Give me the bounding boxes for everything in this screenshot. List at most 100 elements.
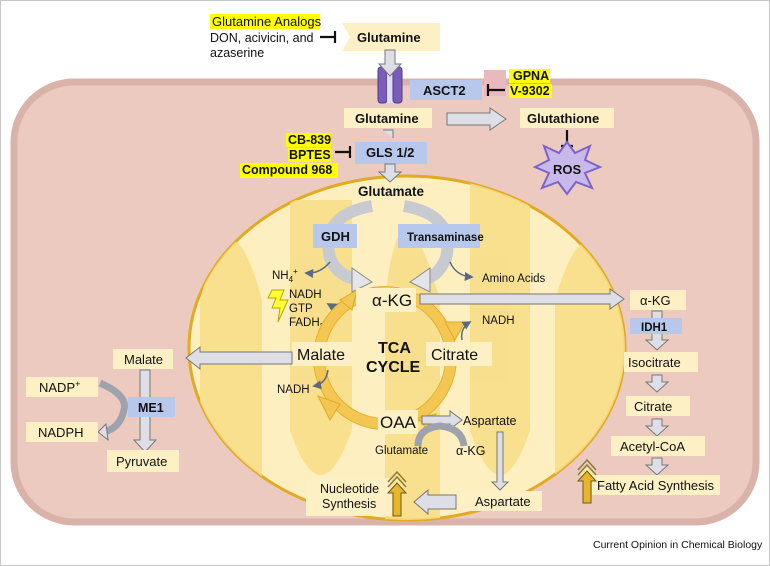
glutamine-extracellular: Glutamine [357,30,421,45]
aspartate-cytosol: Aspartate [475,494,531,509]
glutathione-box [520,108,614,128]
asct2-label: ASCT2 [423,83,466,98]
nucleotide-line2: Synthesis [322,497,376,511]
akg-mito-small: α-KG [456,444,485,458]
arrow-citrate-to-acetylcoa [644,418,670,437]
isocitrate: Isocitrate [628,355,681,370]
citrate-mito-box [426,342,492,366]
acetyl-coa: Acetyl-CoA [620,439,685,454]
v9302-highlight [509,84,552,98]
nadh-malate: NADH [277,384,310,396]
glutamine-analogs-line1: DON, acivicin, and [210,31,314,45]
glutamine-analogs-title: Glutamine Analogs [212,14,322,29]
arrow-gls-to-glutamate [377,163,403,183]
glutamine-cytosol-box [344,108,432,128]
arrow-glutamine-to-gls [383,129,394,138]
compound968-highlight [240,163,338,178]
oaa: OAA [380,413,417,432]
arrow-glutamine-to-glutathione [446,107,507,131]
gls-label: GLS 1/2 [366,145,414,160]
arrow-malate-export [185,345,293,371]
cb839-inhibitor: CB-839 [288,133,331,147]
citrate-mito: Citrate [431,347,478,364]
inhibit-gls [335,146,352,158]
nadph: NADPH [38,425,84,440]
citrate-cytosol-box [626,396,690,416]
isocitrate-box [624,352,698,372]
akg-cytosol-box [630,290,686,310]
arrow-nh4 [304,261,331,278]
pyruvate-box [107,450,179,472]
idh1-label: IDH1 [641,322,668,334]
me1-label: ME1 [138,401,164,415]
glutamine-extracellular-box [342,23,440,51]
compound968-inhibitor: Compound 968 [242,163,332,177]
gpna-inhibitor: GPNA [513,69,549,83]
glutamine-analogs-line2: azaserine [210,46,264,60]
nucleotide-synthesis-box [306,478,392,516]
glutathione: Glutathione [527,111,599,126]
glutamine-analogs-highlight [210,14,320,29]
bptes-highlight [288,148,331,162]
nadph-box [26,422,98,442]
ros: ROS [553,162,582,177]
energy-nadh: NADH [289,289,322,301]
nadp-box [26,377,98,397]
gdh-label: GDH [321,229,350,244]
source-credit: Current Opinion in Chemical Biology [593,539,763,551]
oaa-box [378,410,418,434]
citrate-cytosol: Citrate [634,399,672,414]
nadph-arrowhead [97,422,109,442]
arrow-oaa-to-aspartate [421,410,463,430]
akg-mito-box [356,288,416,312]
arrow-acetylcoa-to-fatty-acid [644,457,670,476]
energy-lightning-icon [267,289,289,323]
gpna-highlight [509,69,550,83]
arrow-glutamate-gdh-akg [322,200,374,286]
fatty-acid-synthesis: Fatty Acid Synthesis [597,478,715,493]
arrow-malate-nadh [312,369,329,390]
transaminase-box [398,224,480,248]
inhibit-asct2 [486,84,505,96]
arrow-nadp-to-nadph [98,379,128,436]
arrow-aspartate-to-nucleotide [413,488,457,516]
fatty-acid-box [592,475,720,495]
amino-acids: Amino Acids [482,273,546,285]
asct2-box [410,80,482,100]
aspartate-mito: Aspartate [463,414,517,428]
gdh-box [313,224,357,248]
aspartate-cytosol-box [460,491,542,511]
v9302-inhibitor: V-9302 [510,84,550,98]
malate-cytosol-box [113,349,173,369]
transaminase-label: Transaminase [407,232,484,244]
nh4: NH4+ [272,267,298,284]
asct2-transporter-icon [377,49,403,104]
bptes-inhibitor: BPTES [289,148,331,162]
tca-cycle-label-1: TCA [378,340,411,357]
tca-cycle-label-2: CYCLE [366,359,421,376]
idh1-box [630,318,682,334]
energy-gtp: GTP [289,303,313,315]
cb839-highlight [286,133,331,147]
akg-cytosol: α-KG [640,293,671,308]
nadp-plus: NADP+ [39,379,80,395]
pyruvate: Pyruvate [116,454,167,469]
glutamate-mito: Glutamate [358,184,425,199]
gdh-arrowhead [351,267,373,293]
glutamine-cytosol: Glutamine [355,111,419,126]
acetyl-coa-box [611,436,705,456]
me1-box [128,397,175,417]
arrow-glutamate-transaminase-akg [402,200,454,286]
akg-mito: α-KG [372,291,412,310]
arrow-aspartate-down [490,431,510,491]
malate-mito-box [292,342,352,366]
arrow-glutamate-akg-exchange [414,422,468,447]
nucleotide-line1: Nucleotide [320,482,379,496]
arrow-isocitrate-to-citrate [644,374,670,393]
arrow-amino-acids [449,261,474,282]
malate-mito: Malate [297,347,345,364]
glutamate-mito-small: Glutamate [375,445,428,457]
transaminase-arrowhead [409,267,431,293]
malate-cytosol: Malate [124,352,163,367]
